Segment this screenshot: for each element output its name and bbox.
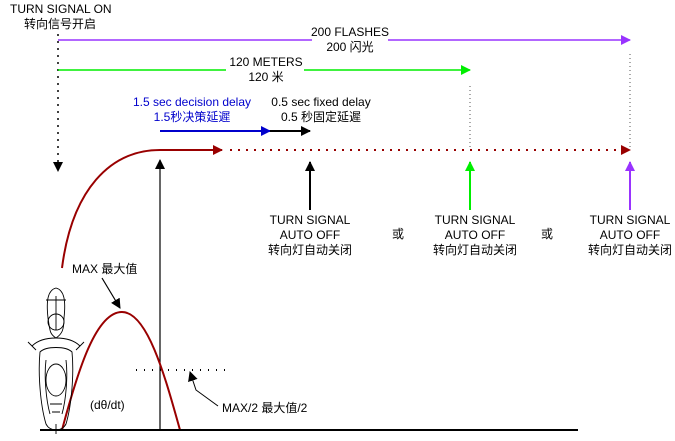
lane-change-path bbox=[61, 145, 223, 269]
flashes-label-en: 200 FLASHES bbox=[310, 25, 390, 39]
half-max-pointer bbox=[188, 371, 219, 407]
rate-label: (dθ/dt) bbox=[90, 398, 125, 412]
half-max-label: MAX/2 最大值/2 bbox=[222, 401, 308, 415]
max-label: MAX 最大值 bbox=[72, 262, 138, 276]
auto-off-label-2: TURN SIGNAL AUTO OFF 转向灯自动关闭 bbox=[420, 213, 530, 258]
motorcycle-icon bbox=[27, 287, 85, 434]
auto-off-2-line1: TURN SIGNAL bbox=[434, 213, 516, 227]
max-pointer-arrow bbox=[101, 277, 121, 309]
auto-off-label-1: TURN SIGNAL AUTO OFF 转向灯自动关闭 bbox=[260, 213, 360, 258]
auto-off-label-3: TURN SIGNAL AUTO OFF 转向灯自动关闭 bbox=[578, 213, 675, 258]
fixed-delay-label: 0.5 sec fixed delay 0.5 秒固定延遲 bbox=[262, 95, 380, 125]
steering-rate-curve bbox=[61, 310, 181, 431]
fixed-delay-zh: 0.5 秒固定延遲 bbox=[280, 110, 362, 124]
auto-off-3-line3: 转向灯自动关闭 bbox=[587, 243, 672, 257]
meters-label-zh: 120 米 bbox=[248, 70, 284, 84]
flashes-label-zh: 200 闪光 bbox=[326, 40, 374, 54]
turn-signal-on-label: TURN SIGNAL ON 转向信号开启 bbox=[10, 2, 112, 32]
turn-signal-on-en: TURN SIGNAL ON bbox=[10, 2, 112, 16]
auto-off-1-line3: 转向灯自动关闭 bbox=[267, 243, 352, 257]
auto-off-2-line3: 转向灯自动关闭 bbox=[432, 243, 517, 257]
auto-off-3-line1: TURN SIGNAL bbox=[589, 213, 671, 227]
auto-off-1-line1: TURN SIGNAL bbox=[269, 213, 351, 227]
decision-delay-en: 1.5 sec decision delay bbox=[132, 95, 252, 109]
meters-label: 120 METERS 120 米 bbox=[220, 55, 312, 85]
turn-signal-on-zh: 转向信号开启 bbox=[24, 17, 97, 31]
auto-off-2-line2: AUTO OFF bbox=[444, 228, 506, 242]
fixed-delay-en: 0.5 sec fixed delay bbox=[271, 95, 371, 109]
auto-off-1-line2: AUTO OFF bbox=[279, 228, 341, 242]
decision-delay-zh: 1.5秒决策延遲 bbox=[153, 110, 231, 124]
or-label-1: 或 bbox=[392, 227, 405, 241]
meters-label-en: 120 METERS bbox=[229, 55, 303, 69]
start-marker-arrowhead bbox=[53, 162, 63, 172]
or-label-2: 或 bbox=[541, 227, 554, 241]
auto-off-3-line2: AUTO OFF bbox=[599, 228, 661, 242]
flashes-label: 200 FLASHES 200 闪光 bbox=[300, 25, 400, 55]
decision-delay-label: 1.5 sec decision delay 1.5秒决策延遲 bbox=[122, 95, 262, 125]
